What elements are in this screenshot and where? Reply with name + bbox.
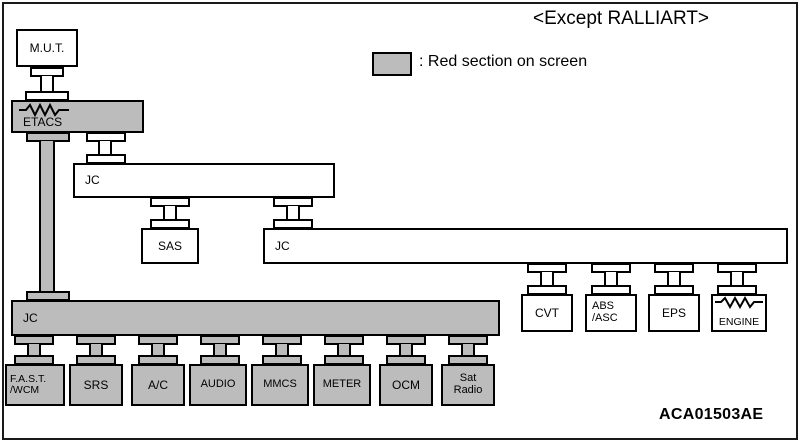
node-sat-radio-label: Sat Radio — [453, 372, 483, 396]
node-cvt[interactable]: CVT — [521, 294, 573, 332]
node-mmcs-label: MMCS — [263, 378, 297, 391]
node-audio[interactable]: AUDIO — [189, 364, 247, 406]
node-jc-upper[interactable]: JC — [73, 163, 335, 198]
node-abs-asc[interactable]: ABS /ASC — [585, 294, 637, 332]
connector-stem-jcbottom-audio — [213, 344, 227, 356]
node-eps-label: EPS — [661, 305, 686, 320]
connector-stem-jcupper-sas — [163, 206, 177, 220]
node-fast-wcm-label: F.A.S.T. /WCM — [10, 372, 47, 396]
part-number: ACA01503AE — [659, 406, 764, 423]
node-ocm[interactable]: OCM — [379, 364, 433, 406]
connector-stem-jcbottom-mmcs — [275, 344, 289, 356]
connector-stem-jcmid-engine — [730, 272, 744, 286]
node-jc-bottom-label: JC — [23, 310, 38, 325]
node-meter-label: METER — [322, 378, 362, 391]
node-audio-label: AUDIO — [200, 378, 236, 391]
connector-stem-jcbottom-ac — [151, 344, 165, 356]
node-ac-label: A/C — [147, 377, 168, 392]
node-jc-mid-label: JC — [275, 238, 290, 253]
node-sas-label: SAS — [157, 238, 182, 253]
node-engine[interactable]: ENGINE — [711, 294, 767, 332]
legend-swatch — [372, 52, 412, 76]
diagram-title: <Except RALLIART> — [533, 8, 710, 29]
node-mmcs[interactable]: MMCS — [251, 364, 309, 406]
connector-stem-jcupper-jcmid — [286, 206, 300, 220]
connector-stem-etacs-jcbottom — [39, 141, 55, 292]
connector-stem-etacs-jcupper — [98, 141, 112, 155]
connector-stem-jcbottom-ocm — [399, 344, 413, 356]
node-jc-upper-label: JC — [85, 173, 100, 188]
connector-stem-jcbottom-fastwcm — [27, 344, 41, 356]
node-srs-label: SRS — [83, 377, 109, 392]
connector-stem-jcmid-cvt — [540, 272, 554, 286]
connector-stem-jcbottom-meter — [337, 344, 351, 356]
connector-stem-jcmid-eps — [667, 272, 681, 286]
node-ocm-label: OCM — [392, 377, 420, 392]
node-srs[interactable]: SRS — [69, 364, 123, 406]
node-cvt-label: CVT — [535, 305, 559, 320]
node-abs-asc-label: ABS /ASC — [592, 300, 618, 324]
node-mut[interactable]: M.U.T. — [16, 29, 78, 67]
connector-stem-jcbottom-satradio — [461, 344, 475, 356]
node-eps[interactable]: EPS — [648, 294, 700, 332]
node-etacs[interactable]: ETACS — [11, 100, 144, 133]
node-engine-label: ENGINE — [718, 315, 760, 328]
connector-stem-jcbottom-srs — [89, 344, 103, 356]
node-ac[interactable]: A/C — [131, 364, 185, 406]
node-mut-label: M.U.T. — [29, 40, 65, 55]
node-sat-radio[interactable]: Sat Radio — [441, 364, 495, 406]
node-sas[interactable]: SAS — [141, 228, 199, 264]
node-meter[interactable]: METER — [313, 364, 371, 406]
node-jc-bottom[interactable]: JC — [11, 300, 500, 336]
legend-label: : Red section on screen — [419, 53, 588, 70]
node-etacs-label: ETACS — [23, 115, 63, 130]
node-jc-mid[interactable]: JC — [263, 228, 788, 264]
connector-stem-mut-etacs — [40, 76, 54, 92]
connector-stem-jcmid-abs — [604, 272, 618, 286]
node-fast-wcm[interactable]: F.A.S.T. /WCM — [5, 364, 65, 406]
